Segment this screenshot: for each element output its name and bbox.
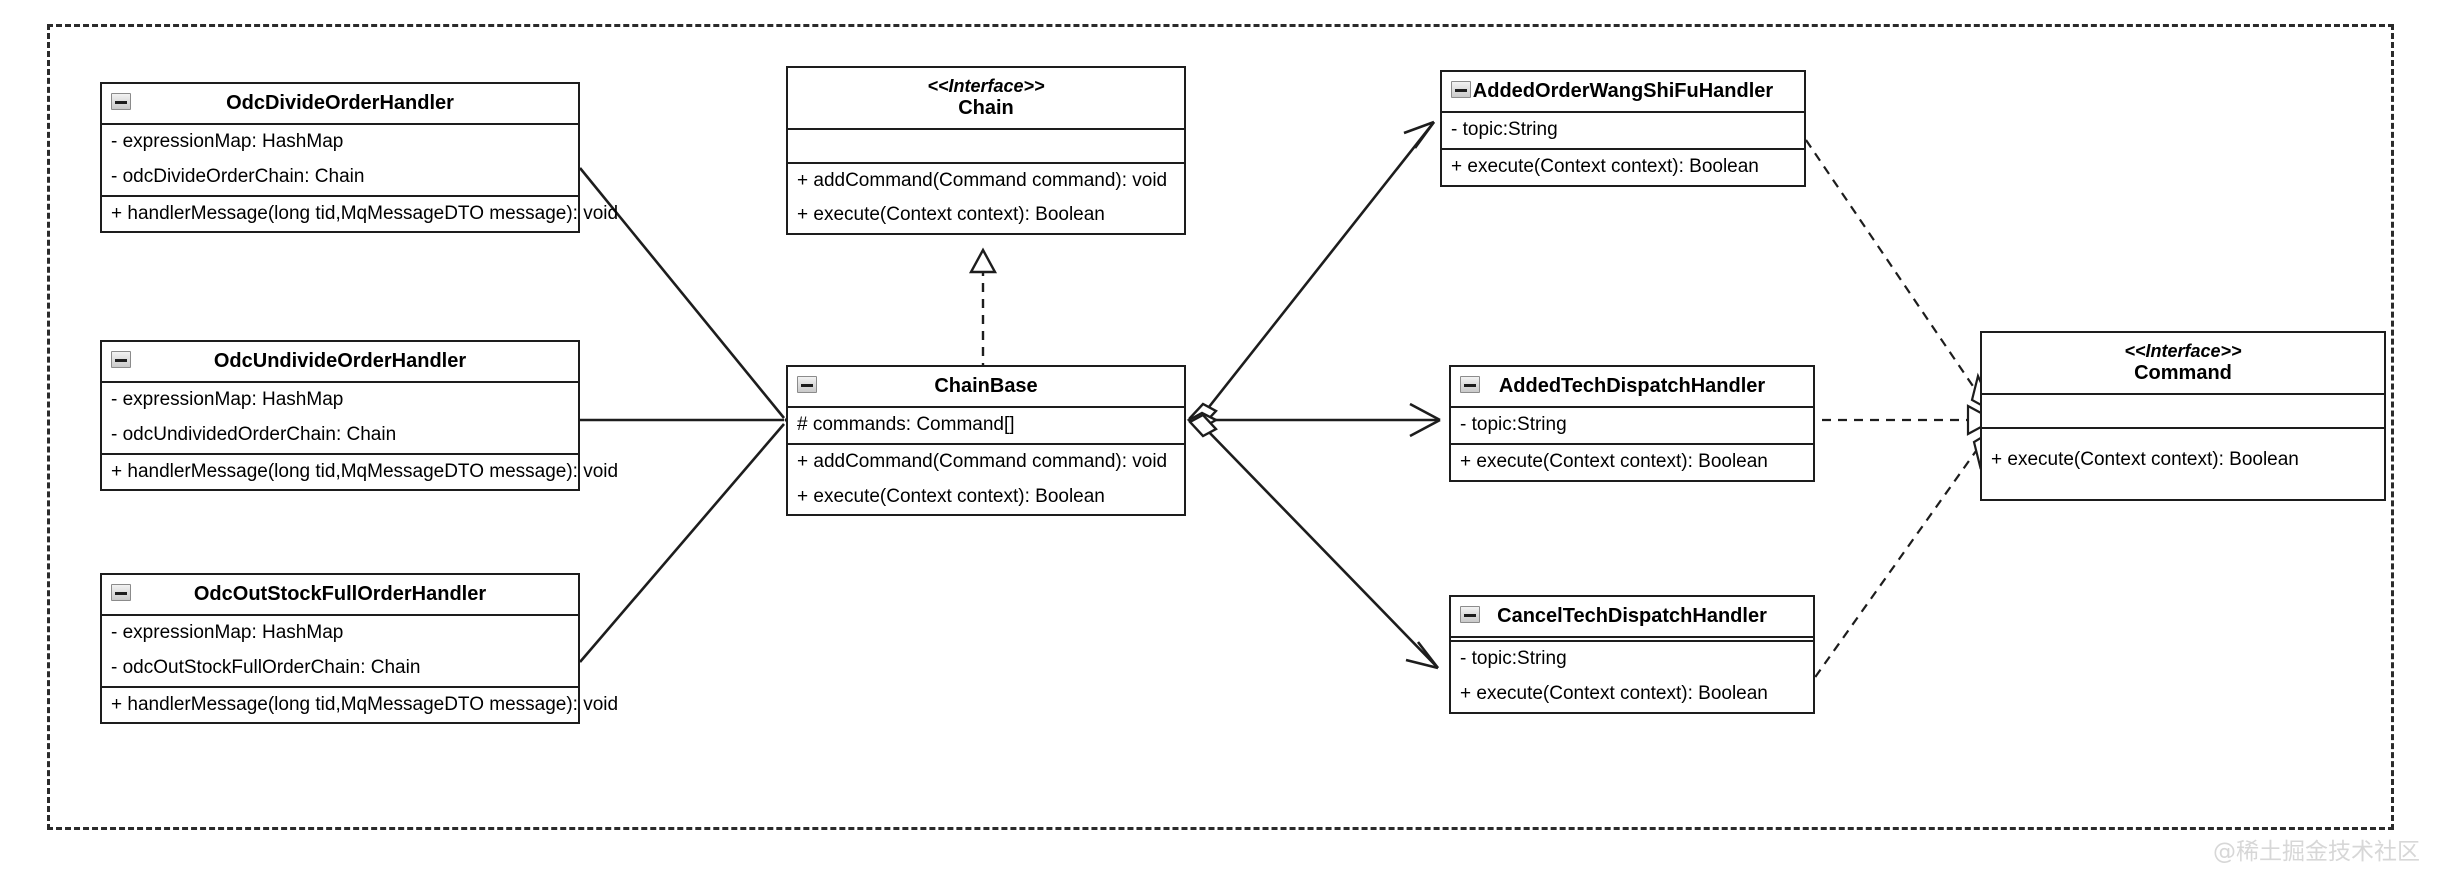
attribute-row: - topic:String <box>1460 414 1567 435</box>
rel-wangshifu-realizes-command <box>1805 139 1997 415</box>
minus-icon[interactable] <box>797 376 817 393</box>
class-box-odc-undivide-order-handler[interactable]: OdcUndivideOrderHandler - expressionMap:… <box>100 340 619 492</box>
rel-canceltech-realizes-command <box>1805 427 1997 691</box>
class-header: OdcOutStockFullOrderHandler <box>102 575 578 614</box>
rel-chainbase-to-canceltech <box>1188 413 1440 670</box>
attributes-compartment: - expressionMap: HashMap - odcUndividedO… <box>102 381 578 453</box>
minus-icon[interactable] <box>1460 376 1480 393</box>
class-box-odc-out-stock-full-order-handler[interactable]: OdcOutStockFullOrderHandler - expression… <box>100 573 619 725</box>
class-box-command-interface[interactable]: <<Interface>> Command + execute(Context … <box>1980 331 2386 502</box>
minus-icon[interactable] <box>111 93 131 110</box>
class-header: <<Interface>> Chain <box>788 68 1184 128</box>
class-box-cancel-tech-dispatch-handler[interactable]: CancelTechDispatchHandler - topic:String… <box>1449 595 1815 714</box>
attribute-row: - expressionMap: HashMap <box>111 131 344 152</box>
minus-icon[interactable] <box>111 351 131 368</box>
operations-compartment: + addCommand(Command command): void + ex… <box>788 161 1184 234</box>
attribute-row: - topic:String <box>1451 119 1558 140</box>
class-box-added-tech-dispatch-handler[interactable]: AddedTechDispatchHandler - topic:String … <box>1449 365 1815 482</box>
operations-compartment: + handlerMessage(long tid,MqMessageDTO m… <box>102 194 619 232</box>
rel-chainbase-realizes-chain <box>968 247 998 372</box>
attributes-compartment <box>1982 392 2384 427</box>
class-name: OdcOutStockFullOrderHandler <box>193 583 487 605</box>
rel-chainbase-to-wangshifu <box>1188 120 1436 427</box>
class-name: Chain <box>958 96 1014 119</box>
class-box-chain-interface[interactable]: <<Interface>> Chain + addCommand(Command… <box>786 66 1186 236</box>
class-header: CancelTechDispatchHandler <box>1451 597 1813 636</box>
class-header: <<Interface>> Command <box>1982 333 2384 393</box>
minus-icon[interactable] <box>1451 81 1471 98</box>
class-header: OdcDivideOrderHandler <box>102 84 578 123</box>
operation-row: + addCommand(Command command): void <box>797 169 1168 191</box>
watermark-label: @稀土掘金技术社区 <box>2213 839 2420 865</box>
empty-compartment <box>1451 636 1813 640</box>
class-header: OdcUndivideOrderHandler <box>102 342 578 381</box>
minus-icon[interactable] <box>1460 606 1480 623</box>
aggregation-diamond <box>1188 413 1218 438</box>
class-box-odc-divide-order-handler[interactable]: OdcDivideOrderHandler - expressionMap: H… <box>100 82 619 234</box>
class-box-chain-base[interactable]: ChainBase # commands: Command[] + addCom… <box>786 365 1186 517</box>
class-name: OdcUndivideOrderHandler <box>213 350 467 372</box>
operations-compartment: + handlerMessage(long tid,MqMessageDTO m… <box>102 452 619 490</box>
attributes-compartment: - topic:String <box>1451 406 1813 443</box>
operation-row: + execute(Context context): Boolean <box>797 204 1105 226</box>
operation-row: + execute(Context context): Boolean <box>1451 155 1759 177</box>
operations-compartment: + handlerMessage(long tid,MqMessageDTO m… <box>102 685 619 723</box>
attributes-compartment: - topic:String <box>1442 111 1804 148</box>
operations-compartment: + addCommand(Command command): void + ex… <box>788 442 1184 515</box>
class-name: ChainBase <box>934 375 1038 397</box>
rel-addedtech-realizes-command <box>1806 404 1997 436</box>
operation-row: + execute(Context context): Boolean <box>1460 682 1768 704</box>
rel-chainbase-to-addedtech <box>1186 402 1441 438</box>
class-name: AddedTechDispatchHandler <box>1498 375 1766 397</box>
attributes-compartment: # commands: Command[] <box>788 406 1184 443</box>
class-header: AddedOrderWangShiFuHandler <box>1442 72 1804 111</box>
attribute-row: # commands: Command[] <box>797 414 1015 435</box>
rel-outstock-to-chainbase <box>579 423 785 663</box>
attribute-row: - topic:String <box>1460 648 1567 669</box>
attribute-row: - expressionMap: HashMap <box>111 622 344 643</box>
operations-compartment: + execute(Context context): Boolean <box>1442 147 1804 185</box>
operation-row: + execute(Context context): Boolean <box>1460 450 1768 472</box>
class-box-added-order-wang-shi-fu-handler[interactable]: AddedOrderWangShiFuHandler - topic:Strin… <box>1440 70 1806 187</box>
attribute-row: - odcOutStockFullOrderChain: Chain <box>111 656 421 678</box>
class-name: Command <box>2134 361 2232 384</box>
class-header: ChainBase <box>788 367 1184 406</box>
class-name: AddedOrderWangShiFuHandler <box>1472 80 1774 102</box>
operation-row: + addCommand(Command command): void <box>797 450 1168 472</box>
attribute-row: - expressionMap: HashMap <box>111 389 344 410</box>
operation-row: + handlerMessage(long tid,MqMessageDTO m… <box>111 202 619 224</box>
operation-row: + handlerMessage(long tid,MqMessageDTO m… <box>111 693 619 715</box>
operation-row: + execute(Context context): Boolean <box>797 485 1105 507</box>
stereotype-label: <<Interface>> <box>927 76 1045 96</box>
minus-icon[interactable] <box>111 584 131 601</box>
class-name: CancelTechDispatchHandler <box>1497 605 1767 627</box>
attributes-compartment: - expressionMap: HashMap - odcOutStockFu… <box>102 614 578 686</box>
class-header: AddedTechDispatchHandler <box>1451 367 1813 406</box>
operations-compartment: + execute(Context context): Boolean <box>1982 426 2384 500</box>
attributes-compartment: - expressionMap: HashMap - odcDivideOrde… <box>102 123 578 195</box>
stereotype-label: <<Interface>> <box>2124 341 2242 361</box>
operations-compartment: + execute(Context context): Boolean <box>1451 442 1813 480</box>
attribute-row: - odcDivideOrderChain: Chain <box>111 165 365 187</box>
operation-row: + execute(Context context): Boolean <box>1991 448 2299 470</box>
operation-row: + handlerMessage(long tid,MqMessageDTO m… <box>111 460 619 482</box>
rel-divide-to-chainbase <box>578 167 786 419</box>
members-compartment: - topic:String + execute(Context context… <box>1451 640 1813 712</box>
attribute-row: - odcUndividedOrderChain: Chain <box>111 423 397 445</box>
class-name: OdcDivideOrderHandler <box>226 92 454 114</box>
attributes-compartment <box>788 127 1184 162</box>
realization-triangle <box>968 247 998 274</box>
